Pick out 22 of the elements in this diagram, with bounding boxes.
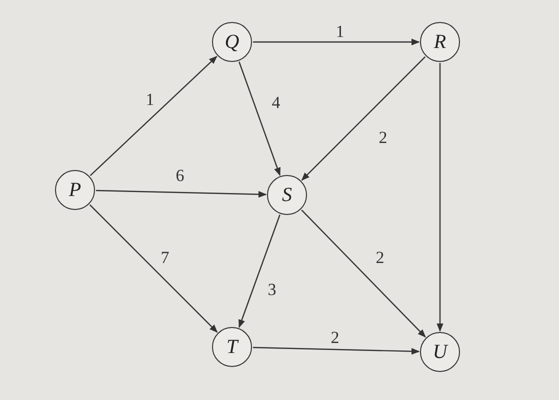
- arrow: [253, 38, 420, 46]
- node-label: U: [432, 340, 448, 364]
- arrow: [90, 56, 218, 176]
- node-label: S: [282, 184, 292, 206]
- node-label: P: [68, 178, 82, 202]
- arrow: [96, 190, 267, 198]
- arrow: [238, 62, 280, 176]
- node-circle: [420, 332, 460, 372]
- node-circle: [212, 327, 252, 367]
- node-circle: [420, 22, 460, 62]
- node-label: T: [226, 336, 238, 358]
- node-circle: [267, 175, 307, 215]
- node-label: R: [434, 30, 446, 54]
- arrow: [436, 63, 444, 332]
- arrow: [252, 346, 420, 355]
- node-label: Q: [224, 30, 240, 54]
- arrow: [238, 214, 280, 328]
- node-circle: [55, 170, 95, 210]
- node-circle: [212, 22, 252, 62]
- arrow: [89, 204, 218, 333]
- arrow: [301, 210, 426, 338]
- arrow: [301, 56, 426, 181]
